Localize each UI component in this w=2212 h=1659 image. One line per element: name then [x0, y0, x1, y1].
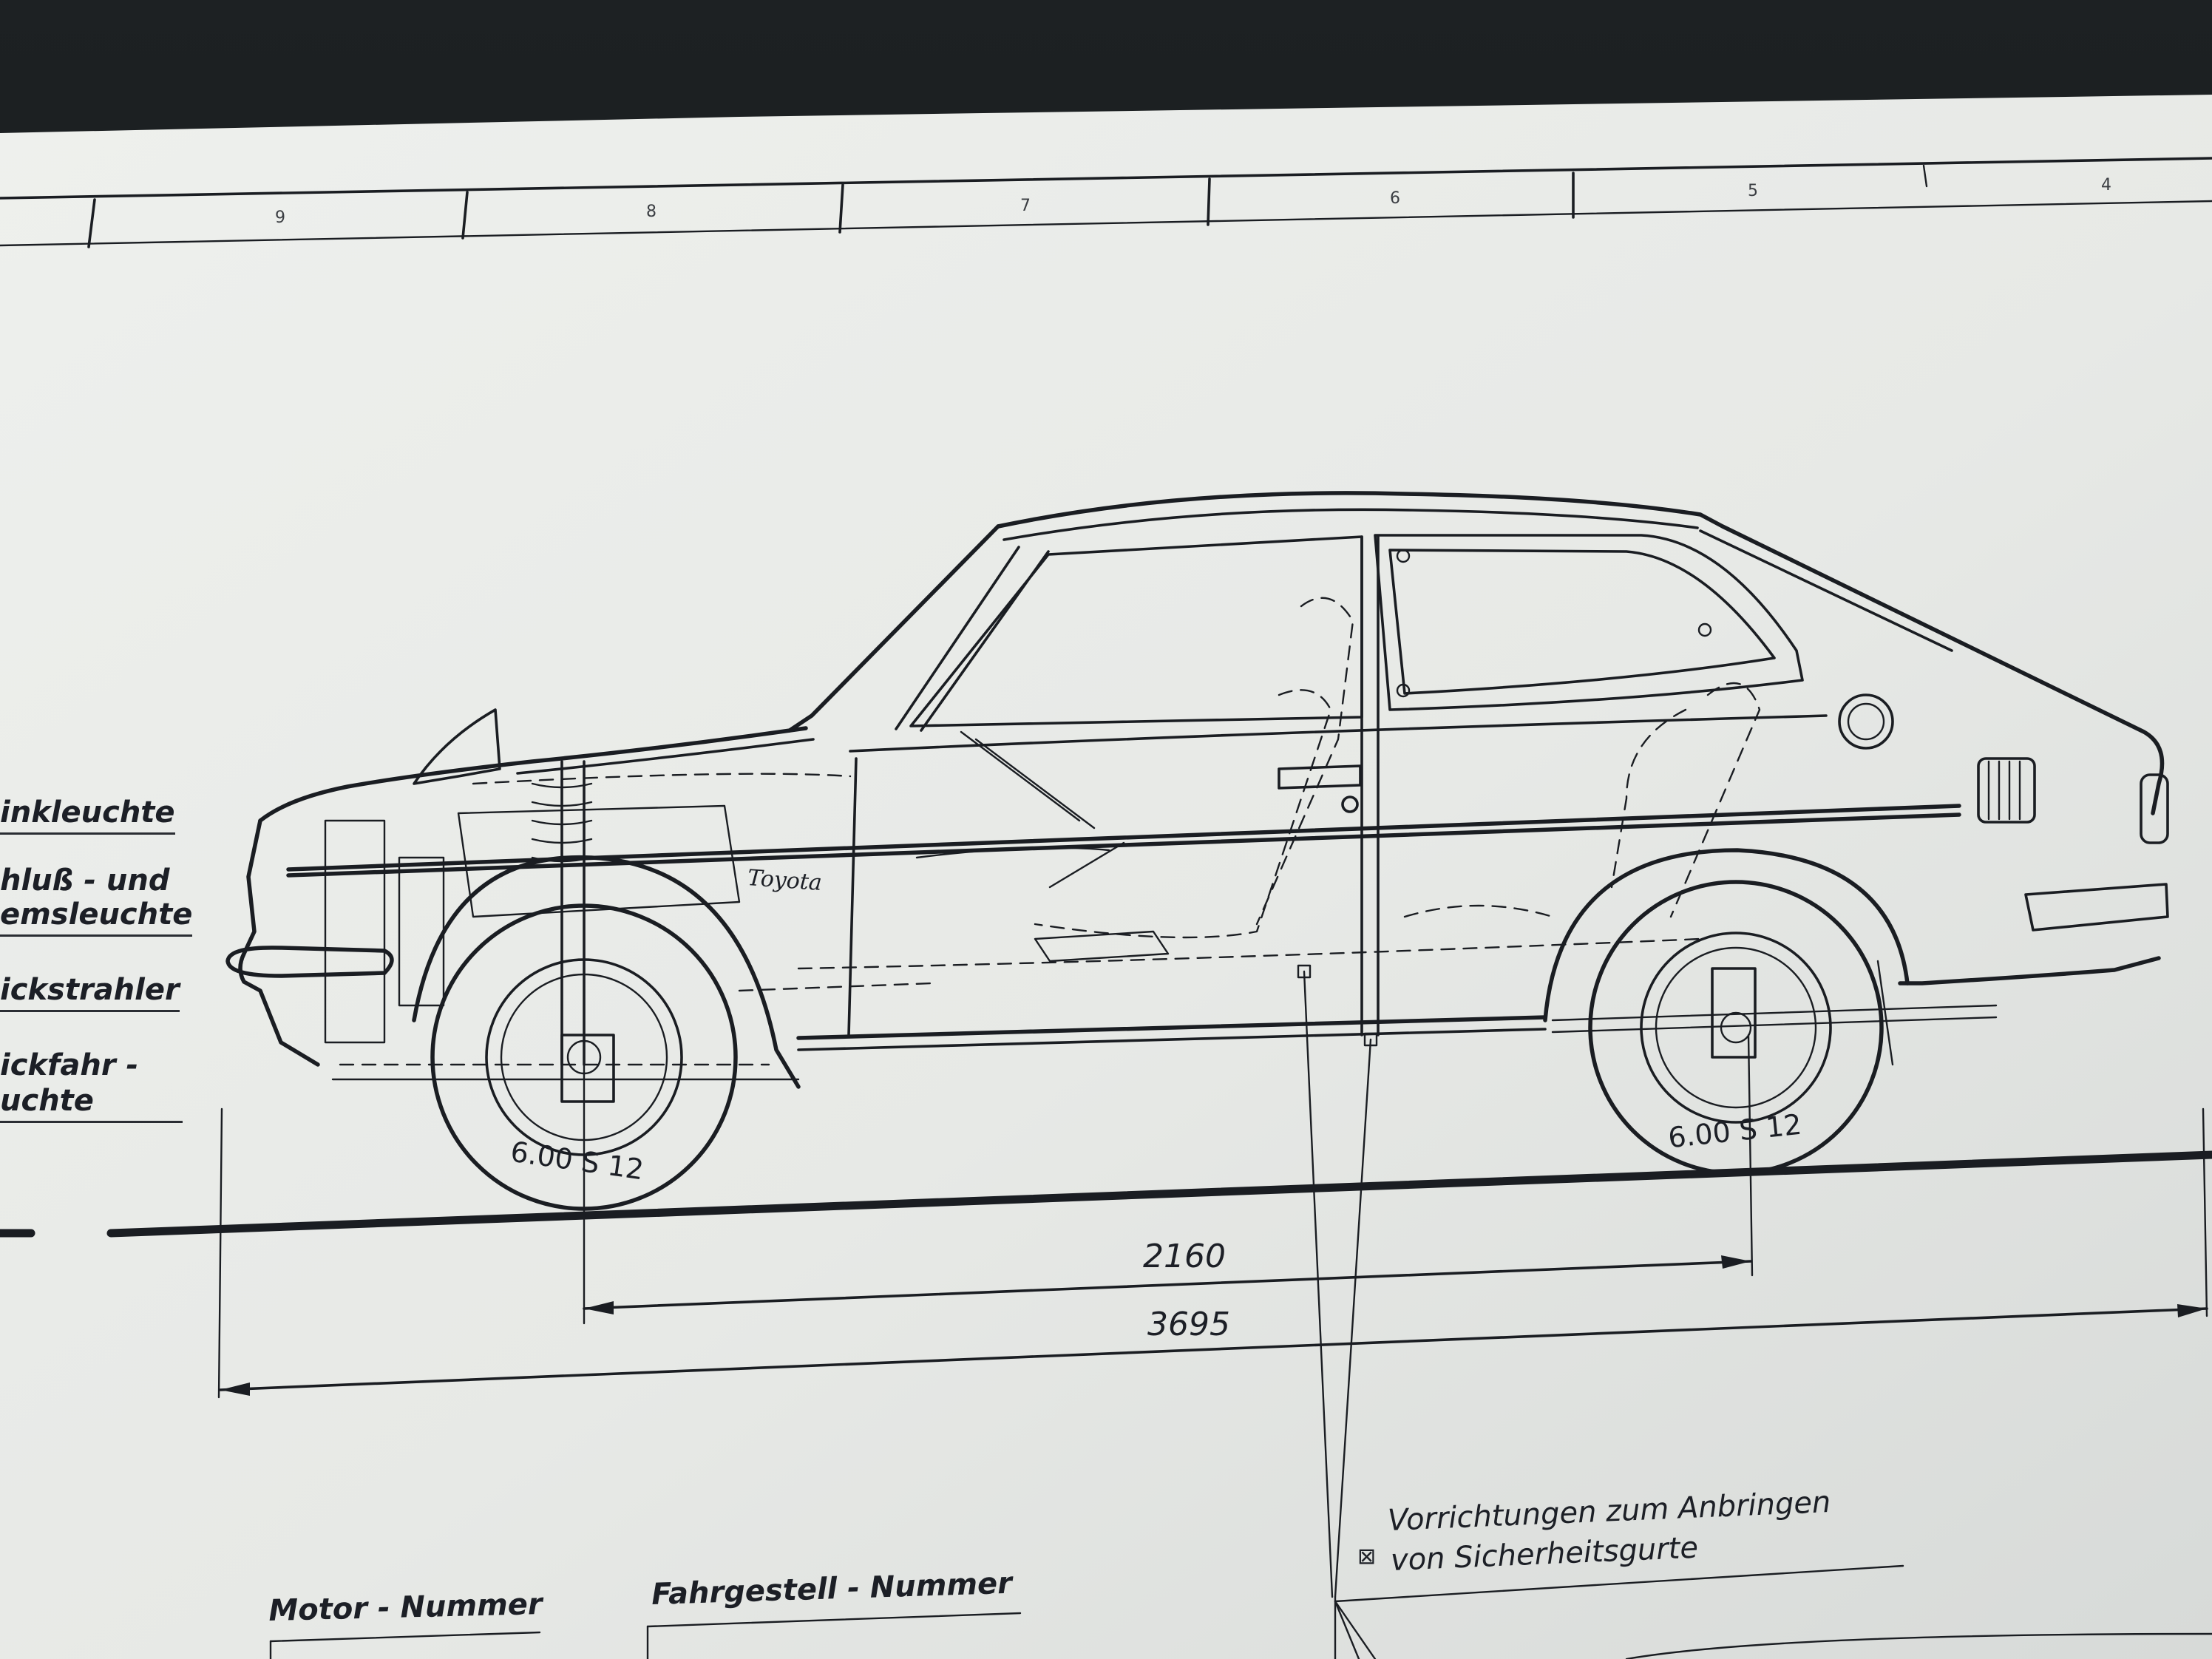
car-body — [225, 491, 2169, 1067]
front-suspension — [324, 760, 800, 1103]
belt-anchor-symbol: ⊠ — [1357, 1544, 1377, 1570]
form-lines — [269, 1564, 2212, 1659]
legend-reverse-line1: ickfahr - — [0, 1048, 139, 1082]
zone-strip — [0, 157, 2212, 248]
belt-anchor-leaders — [1297, 964, 1378, 1659]
zone-number: 8 — [646, 203, 657, 221]
ground-line — [106, 1150, 2212, 1238]
overall-length-dimension: 3695 — [1147, 1306, 1230, 1343]
rear-suspension — [1551, 960, 1998, 1066]
wheelbase-dimension: 2160 — [1143, 1238, 1226, 1275]
legend-tail-brake-line1: hluß - und — [0, 864, 170, 898]
dimension-lines — [217, 1034, 2208, 1399]
rear-wheel-arch — [1543, 848, 1910, 1022]
zone-number: 4 — [2101, 176, 2111, 194]
legend-reflector: ickstrahler — [0, 973, 180, 1012]
motor-number-label: Motor - Nummer — [268, 1587, 543, 1628]
toyota-badge: Toyota — [747, 865, 823, 897]
legend-tail-brake-line2: emsleuchte — [0, 898, 193, 937]
zone-number: 5 — [1748, 182, 1758, 200]
zone-number: 6 — [1390, 189, 1400, 208]
front-wheel-arch — [412, 855, 801, 1089]
zone-number: 9 — [275, 208, 285, 227]
interior-hidden-lines — [472, 597, 1761, 992]
doors-and-glass — [413, 534, 2036, 1037]
legend-reverse-line2: uchte — [0, 1084, 183, 1123]
rear-wheel — [1588, 880, 1884, 1175]
legend-indicator: inkleuchte — [0, 795, 175, 835]
zone-number: 7 — [1020, 197, 1031, 215]
